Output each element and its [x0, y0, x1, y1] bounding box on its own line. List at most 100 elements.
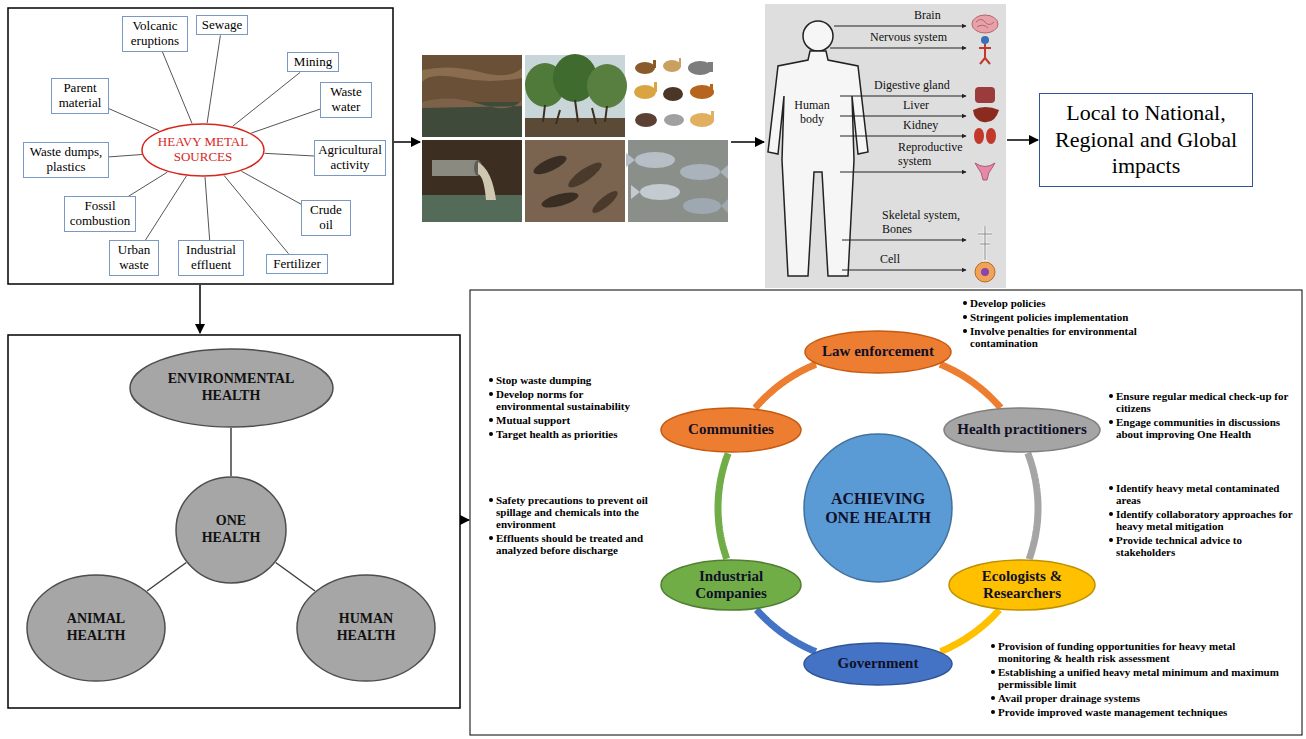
source-box: Urban waste — [109, 240, 159, 275]
bullet-item: Effluents should be treated and analyzed… — [488, 532, 653, 556]
connector-line — [109, 155, 142, 157]
oval-shape — [142, 124, 264, 176]
node-text: Waste dumps, plastics — [27, 145, 105, 174]
bullet-item: Establishing a unified heavy metal minim… — [990, 666, 1290, 690]
oval-shape — [805, 331, 951, 373]
bullet-text: Stringent policies implementation — [970, 311, 1128, 323]
node-text: Law enforcement — [813, 343, 943, 360]
organ-label: Skeletal system, Bones — [882, 208, 972, 236]
health-oval: ENVIRONMENTAL HEALTH — [129, 348, 334, 428]
source-box: Parent material — [51, 78, 109, 113]
node-text: Industrial Companies — [669, 568, 794, 603]
organ-icons — [972, 15, 999, 282]
body-panel — [765, 4, 1006, 288]
bullet-text: Target health as priorities — [496, 428, 618, 440]
node-text: Fossil combustion — [68, 199, 132, 228]
bullet-text: Develop policies — [970, 297, 1045, 309]
source-box: Agricultural activity — [314, 140, 386, 175]
photo-fish — [626, 140, 728, 222]
node-text: ACHIEVING ONE HEALTH — [821, 489, 935, 527]
ring-arc — [757, 610, 816, 652]
oval-shape — [176, 477, 286, 583]
stakeholder-oval: Communities — [660, 407, 802, 453]
bullet-dot — [489, 432, 493, 436]
flow-arrow — [199, 285, 201, 333]
bullet-dot — [991, 644, 995, 648]
bullet-item: Ensure regular medical check-up for citi… — [1108, 390, 1294, 414]
ring-arc — [1028, 453, 1038, 559]
goal-circle: ACHIEVING ONE HEALTH — [803, 433, 953, 583]
photo-soil — [422, 55, 522, 137]
stakeholder-oval: Industrial Companies — [660, 559, 802, 611]
source-box: Waste water — [320, 82, 372, 117]
bullet-text: Involve penalties for environmental cont… — [970, 325, 1137, 349]
bullet-dot — [991, 710, 995, 714]
node-text: Communities — [669, 421, 794, 438]
bullet-item: Stop waste dumping — [488, 374, 648, 386]
bullet-text: Safety precautions to prevent oil spilla… — [496, 494, 648, 530]
organ-label: Digestive gland — [874, 78, 970, 92]
flow-arrow — [461, 519, 469, 521]
node-text: Volcanic eruptions — [126, 19, 184, 48]
connector-line — [109, 109, 159, 131]
bullet-item: Develop policies — [962, 297, 1194, 309]
node-text: Waste water — [324, 85, 368, 114]
stakeholder-oval: Health practitioners — [943, 407, 1101, 453]
oval-shape — [804, 643, 952, 685]
organ-label: Human body — [789, 98, 835, 126]
stakeholder-frame — [470, 290, 1302, 735]
node-text: Industrial effluent — [182, 243, 240, 272]
organ-label: Nervous system — [870, 30, 970, 44]
bullet-item: Safety precautions to prevent oil spilla… — [488, 494, 653, 530]
bullet-text: Identify collaboratory approaches for he… — [1116, 508, 1293, 532]
one-health-frame — [8, 335, 460, 708]
node-text: Fertilizer — [273, 257, 321, 272]
connector-line — [145, 176, 186, 241]
bullet-item: Involve penalties for environmental cont… — [962, 325, 1194, 349]
source-oval: HEAVY METAL SOURCES — [141, 123, 265, 177]
human-figure — [768, 21, 868, 276]
health-oval: ANIMAL HEALTH — [26, 574, 166, 682]
bullet-item: Develop norms for environmental sustaina… — [488, 388, 648, 412]
oval-shape — [27, 575, 165, 681]
oval-shape — [661, 408, 801, 452]
source-box: Crude oil — [301, 200, 351, 235]
bullet-dot — [1109, 538, 1113, 542]
connector-line — [233, 72, 301, 126]
bullet-text: Ensure regular medical check-up for citi… — [1116, 390, 1288, 414]
node-text: Parent material — [55, 81, 105, 110]
bullet-item: Stringent policies implementation — [962, 311, 1194, 323]
bullet-text: Effluents should be treated and analyzed… — [496, 532, 643, 556]
bullet-item: Identify collaboratory approaches for he… — [1108, 508, 1294, 532]
bullet-item: Identify heavy metal contaminated areas — [1108, 482, 1294, 506]
bullet-item: Avail proper drainage systems — [990, 692, 1290, 704]
node-text: Ecologists & Researchers — [957, 568, 1087, 603]
connector-line — [128, 172, 167, 196]
source-box: Industrial effluent — [178, 240, 244, 275]
organ-label: Kidney — [903, 118, 953, 132]
oval-shape — [944, 408, 1100, 452]
bullet-text: Stop waste dumping — [496, 374, 591, 386]
source-box: Sewage — [196, 15, 248, 36]
oval-shape — [949, 560, 1095, 610]
photo-mangrove — [525, 54, 627, 137]
connector-line — [276, 563, 315, 592]
source-box: Fertilizer — [266, 254, 328, 275]
bullet-item: Provision of funding opportunities for h… — [990, 640, 1290, 664]
photo-animals — [628, 55, 728, 137]
bullet-dot — [991, 670, 995, 674]
organ-label: Brain — [914, 8, 968, 22]
organ-label: Cell — [880, 252, 920, 266]
photo-mudskippers — [525, 140, 625, 222]
bullet-item: Mutual support — [488, 414, 648, 426]
flow-arrow — [731, 141, 764, 143]
bullet-text: Mutual support — [496, 414, 570, 426]
oval-shape — [804, 434, 952, 582]
bullet-text: Provide improved waste management techni… — [998, 706, 1227, 718]
connector-line — [251, 109, 320, 133]
node-text: ONE HEALTH — [186, 513, 276, 547]
connector-line — [207, 35, 220, 123]
bullet-item: Provide improved waste management techni… — [990, 706, 1290, 718]
sources-frame — [8, 8, 393, 284]
